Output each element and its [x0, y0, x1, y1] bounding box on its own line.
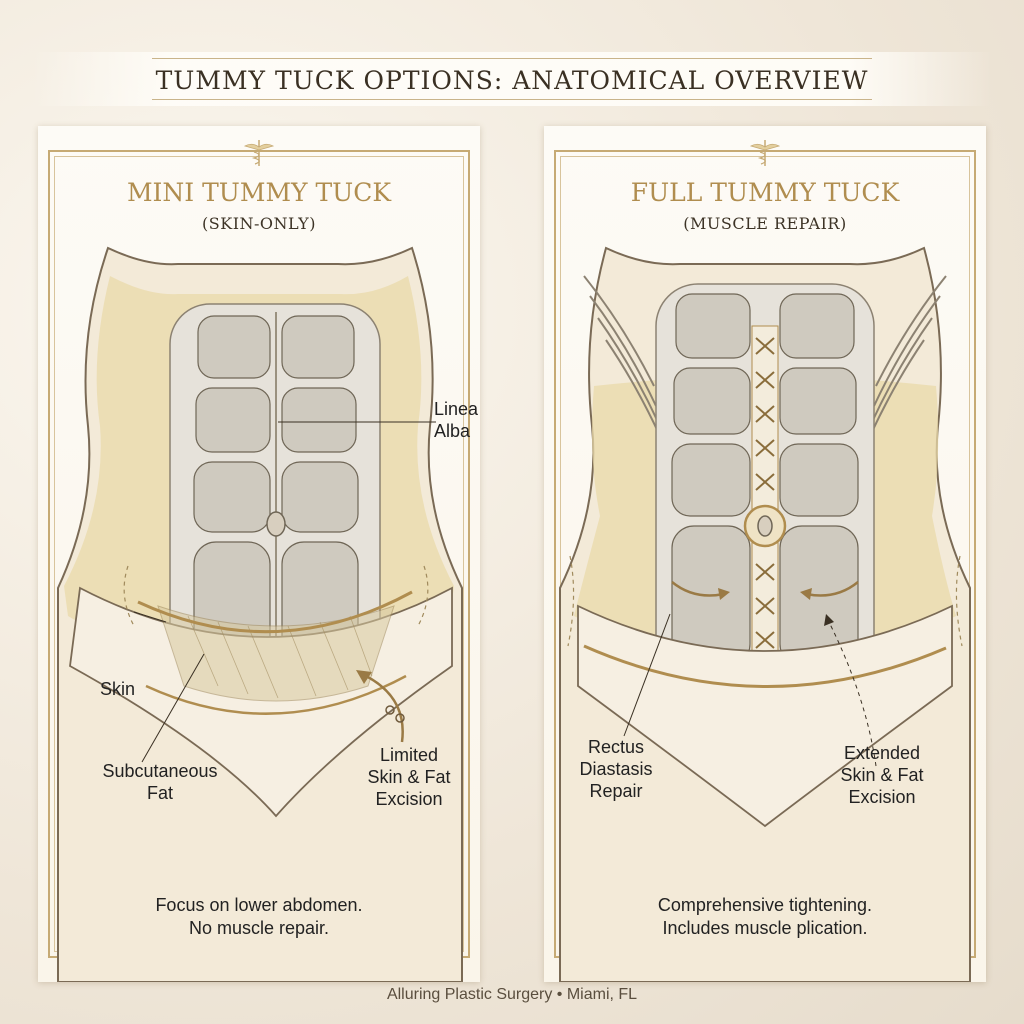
page-title: TUMMY TUCK OPTIONS: ANATOMICAL OVERVIEW [155, 66, 869, 95]
panel-subtitle: (SKIN-ONLY) [202, 214, 316, 233]
pelvis-region [577, 604, 953, 828]
full-tummy-tuck-panel: FULL TUMMY TUCK (MUSCLE REPAIR) [544, 126, 986, 982]
panel-title: MINI TUMMY TUCK [126, 178, 392, 207]
excision-arrow-icon [361, 672, 404, 743]
banner-rule-bottom [152, 99, 872, 100]
excision-zone [157, 605, 395, 702]
tighten-arrow-left-icon [671, 581, 725, 597]
title-banner [32, 52, 992, 106]
footer-credit: Alluring Plastic Surgery • Miami, FL [386, 986, 638, 1003]
rib-cage [583, 275, 947, 437]
panel-subtitle: (MUSCLE REPAIR) [683, 214, 847, 233]
incision-line [137, 590, 413, 634]
incision-line [583, 644, 947, 688]
tighten-arrow-right-icon [805, 581, 859, 597]
incision-line-lower [145, 674, 407, 715]
panel-title: FULL TUMMY TUCK [630, 178, 900, 207]
banner-rule-top [152, 58, 872, 59]
panel-caption: Focus on lower abdomen.No muscle repair. [155, 895, 363, 938]
panel-caption: Comprehensive tightening.Includes muscle… [657, 895, 873, 938]
navel [266, 511, 286, 537]
caduceus-icon [749, 140, 781, 166]
plication-sutures [755, 337, 775, 649]
navel [757, 515, 773, 537]
mini-tummy-tuck-panel: MINI TUMMY TUCK (SKIN-ONLY) [38, 126, 480, 982]
caduceus-icon [243, 140, 275, 166]
excision-hatching [187, 615, 373, 699]
full-abdomen-illustration [559, 246, 971, 982]
label-skin: Skin [100, 679, 136, 699]
mini-abdomen-illustration [57, 246, 463, 982]
